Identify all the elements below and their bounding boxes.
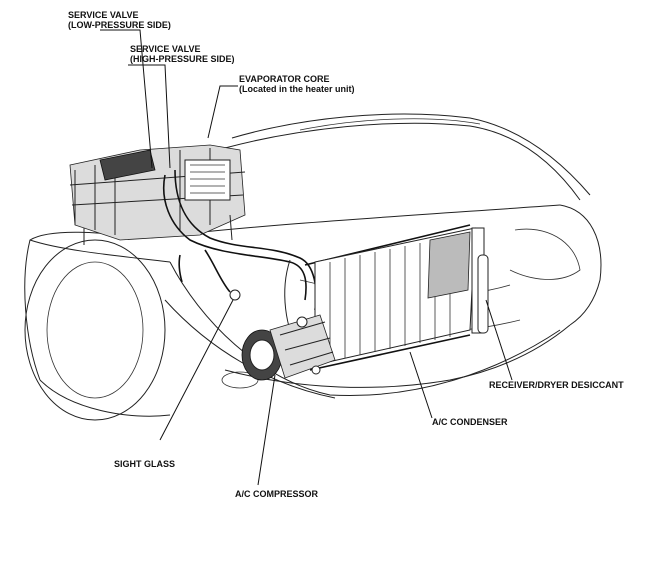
sight-glass <box>229 289 241 301</box>
leader-lines <box>100 29 513 486</box>
label-condenser: A/C CONDENSER <box>432 417 508 427</box>
evaporator-heater-unit <box>69 144 246 245</box>
label-receiver-dryer: RECEIVER/DRYER DESICCANT <box>489 380 624 390</box>
label-evaporator-core: EVAPORATOR CORE (Located in the heater u… <box>239 74 355 94</box>
label-sight-glass: SIGHT GLASS <box>114 459 176 469</box>
compressor <box>241 314 336 381</box>
receiver-dryer <box>477 254 489 334</box>
condenser <box>314 227 485 366</box>
label-service-valve-high: SERVICE VALVE (HIGH-PRESSURE SIDE) <box>130 44 235 64</box>
label-service-valve-low: SERVICE VALVE (LOW-PRESSURE SIDE) <box>68 10 171 30</box>
label-compressor: A/C COMPRESSOR <box>235 489 319 499</box>
